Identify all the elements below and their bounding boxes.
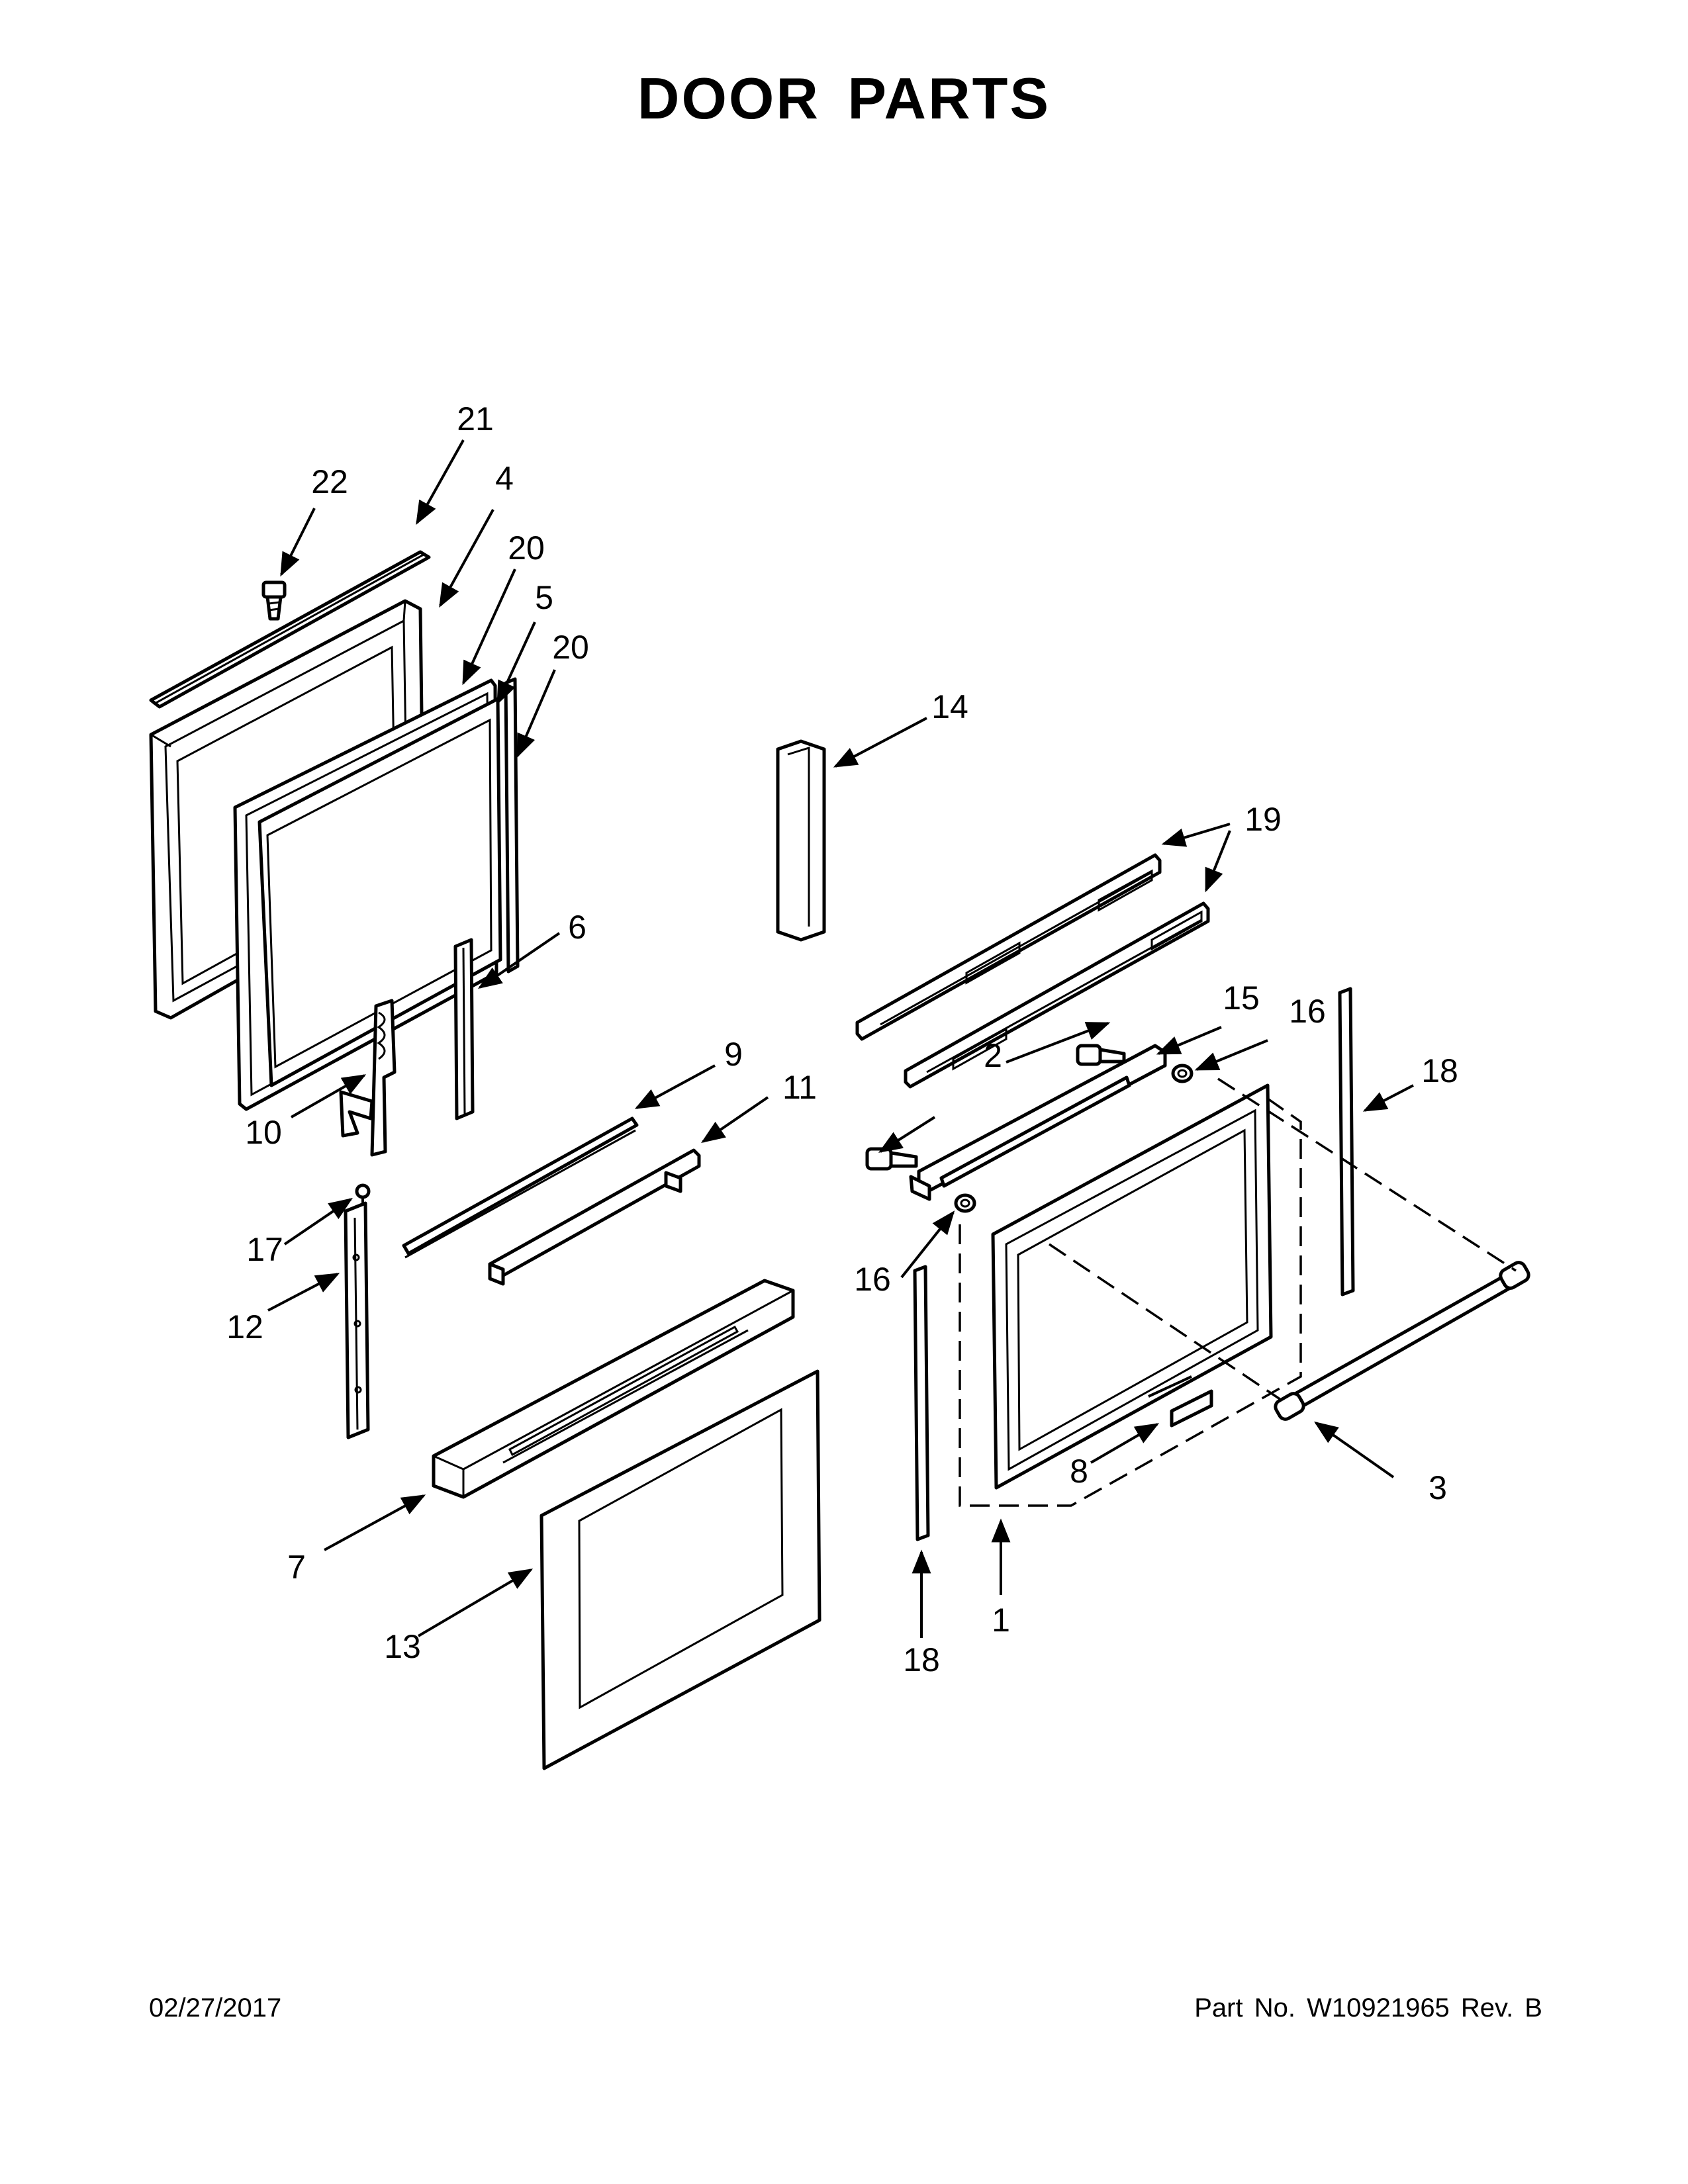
part-5-inner-glass [258,697,502,1087]
part-7-bottom-vent [432,1279,795,1499]
part-15-handle-bracket [909,1044,1167,1201]
part-8-badge [1148,1375,1213,1428]
callout-22: 22 [311,463,348,500]
callout-21: 21 [457,400,494,437]
callout-10: 10 [245,1114,282,1151]
callout-5: 5 [535,579,553,616]
callout-11: 11 [782,1069,817,1106]
callout-12: 12 [226,1308,263,1345]
part-16-washer-lower [954,1193,976,1213]
callout-15: 15 [1223,979,1260,1017]
part-18-trim-left [913,1265,930,1541]
callout-9: 9 [724,1036,743,1073]
part-13-outer-glass [539,1369,821,1770]
part-16-washer-upper [1171,1064,1194,1083]
callout-3: 3 [1429,1469,1447,1506]
callout-14: 14 [931,688,968,725]
callout-20-right: 20 [552,629,589,666]
footer-date: 02/27/2017 [149,1993,282,2023]
callout-20-left: 20 [508,529,545,567]
part-18-trim-right [1338,987,1355,1297]
part-2-handle-screw-right [1076,1044,1126,1066]
part-2-handle-screw-left [865,1147,918,1171]
callout-16-upper: 16 [1289,993,1326,1030]
part-14-vent-channel [776,739,826,942]
part-12-hinge-receiver [344,1201,370,1439]
part-11-angle-strip [488,1148,701,1286]
callout-leaders [267,439,1414,1638]
part-9-angle-strip [402,1116,639,1259]
part-3-door-handle [1274,1261,1530,1421]
callout-6: 6 [568,909,586,946]
callout-1: 1 [992,1602,1010,1639]
callout-4: 4 [495,460,514,497]
callout-18-right: 18 [1421,1052,1458,1089]
footer-part-number: Part No. W10921965 Rev. B [1194,1993,1542,2023]
callout-13: 13 [384,1628,421,1665]
callout-18-left: 18 [903,1641,940,1678]
part-21-top-trim [149,550,431,709]
callout-17: 17 [246,1231,283,1268]
page-title: DOOR PARTS [637,66,1051,131]
callout-7: 7 [287,1549,306,1586]
callout-16-lower: 16 [854,1261,891,1298]
part-1-outer-door-panel [991,1083,1273,1490]
part-6-vertical-bracket [453,938,475,1120]
part-10-door-hinge [339,999,397,1157]
callout-19: 19 [1244,801,1282,838]
callout-8: 8 [1070,1453,1088,1490]
part-19-door-channels [855,853,1210,1089]
callout-2: 2 [984,1037,1002,1074]
part-20-side-strip [504,677,520,974]
part-17-screw [355,1183,371,1206]
part-22-screw [261,580,287,621]
